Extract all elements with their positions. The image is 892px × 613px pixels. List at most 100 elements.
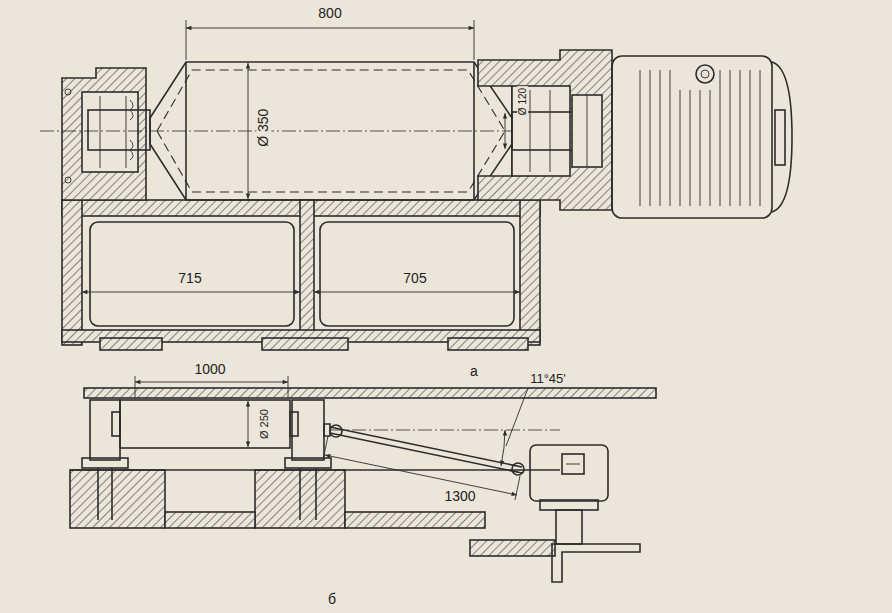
electric-motor-part-part <box>730 70 731 206</box>
electric-motor <box>612 56 792 218</box>
side-dimension-lines-part <box>135 382 288 383</box>
drive-bearing-gearbox-part <box>478 50 612 210</box>
electric-motor-part-part <box>670 70 671 206</box>
electric-motor-part <box>772 62 792 212</box>
left-bearing-housing-part <box>82 92 138 172</box>
side-drum-part <box>120 400 290 448</box>
foundation <box>70 470 560 556</box>
electric-motor-part-part <box>710 90 711 206</box>
cardan-shaft-part <box>330 425 342 437</box>
drive-bearing-gearbox-part <box>550 90 551 172</box>
dimension-label: Ø 120 <box>518 85 529 116</box>
mill-drum-part <box>473 62 475 200</box>
drive-bearing-gearbox-part <box>512 86 570 176</box>
left-bearing-housing-part <box>88 110 150 150</box>
dimension-lines-part <box>505 113 506 149</box>
bearing-pedestals-part <box>315 468 317 520</box>
left-bearing-housing-part <box>130 100 133 160</box>
bearing-pedestals-part <box>90 400 120 460</box>
side-motor-part <box>552 544 640 582</box>
side-motor-part <box>540 500 598 510</box>
side-dimension-lines-part <box>515 476 520 500</box>
dimension-label: 11°45' <box>528 372 568 386</box>
dimension-lines-part <box>474 20 475 60</box>
mill-frame-part <box>100 338 162 350</box>
side-dimension-lines-part <box>288 376 289 398</box>
view-letter: а <box>468 364 480 379</box>
side-dimension-lines-part <box>248 401 249 447</box>
dimension-label: 1300 <box>442 489 477 504</box>
foundation-part <box>470 540 555 556</box>
electric-motor-part-part <box>660 70 661 206</box>
side-drum-part <box>290 412 298 436</box>
side-drum-part <box>112 412 120 436</box>
drive-bearing-gearbox <box>478 50 612 210</box>
dimension-label: 800 <box>316 6 343 21</box>
side-motor <box>530 445 640 582</box>
electric-motor-part-part <box>740 70 741 206</box>
bearing-pedestals-part <box>292 400 324 460</box>
mill-frame-part <box>320 222 514 326</box>
cardan-shaft-part <box>330 430 560 431</box>
mill-frame <box>62 200 540 350</box>
left-bearing-housing-part <box>65 89 71 95</box>
dimension-lines-part <box>186 28 474 29</box>
bearing-pedestals-part <box>111 468 113 520</box>
drive-bearing-gearbox-part <box>587 95 588 167</box>
electric-motor-part <box>701 70 709 78</box>
side-motor-part <box>530 445 608 501</box>
side-drum <box>112 400 298 448</box>
electric-motor-part-part <box>690 90 691 206</box>
side-dimension-lines-part <box>323 436 328 460</box>
left-bearing-housing-part <box>62 68 146 200</box>
left-bearing-housing-part <box>65 177 71 183</box>
dimension-label: 1000 <box>192 362 227 377</box>
mill-frame-part <box>62 200 82 345</box>
view-letter: б <box>326 592 338 607</box>
electric-motor-part-part <box>640 70 641 206</box>
mill-frame-part <box>520 200 540 345</box>
cardan-shaft-part <box>324 424 330 436</box>
foundation-part <box>70 470 165 528</box>
electric-motor-part-part <box>720 70 721 206</box>
bearing-pedestals-part <box>299 468 301 520</box>
electric-motor-part-part <box>760 70 761 206</box>
cardan-shaft-part <box>330 433 522 473</box>
mill-frame-part <box>262 338 348 350</box>
mill-frame-part <box>448 338 528 350</box>
dimension-lines-part <box>82 292 300 293</box>
dimension-label: Ø 250 <box>258 407 270 441</box>
electric-motor-part-part <box>650 70 651 206</box>
left-bearing-housing-part <box>100 96 101 168</box>
drive-bearing-gearbox-part <box>530 90 531 172</box>
side-dimension-lines-part <box>135 376 136 398</box>
foundation-part <box>165 512 255 528</box>
dimension-lines <box>82 20 520 292</box>
electric-motor-part <box>775 110 785 165</box>
cardan-shaft-part <box>512 463 524 475</box>
side-dimension-lines <box>135 376 520 500</box>
dimension-label: 715 <box>176 271 203 286</box>
dimension-label: Ø 350 <box>256 107 271 149</box>
electric-motor-part-part <box>680 90 681 206</box>
cardan-shaft-part <box>330 427 522 467</box>
electric-motor-part-part <box>750 70 751 206</box>
dimension-label: 705 <box>401 271 428 286</box>
dimension-lines-part <box>248 63 249 199</box>
mill-frame-part <box>300 200 314 340</box>
electric-motor-part <box>696 65 714 83</box>
electric-motor-part <box>640 70 760 206</box>
electric-motor-part <box>612 56 772 218</box>
bearing-pedestals-part <box>285 458 331 468</box>
side-dimension-lines-part <box>325 455 517 495</box>
cardan-shaft-part <box>506 388 528 446</box>
dimension-lines-part <box>186 20 187 60</box>
cardan-shaft-part <box>501 430 505 466</box>
foundation-part <box>345 512 485 528</box>
side-motor-part <box>562 454 584 474</box>
bearing-pedestals <box>82 400 331 520</box>
dimension-lines-part <box>314 292 520 293</box>
table-plate <box>84 388 656 398</box>
